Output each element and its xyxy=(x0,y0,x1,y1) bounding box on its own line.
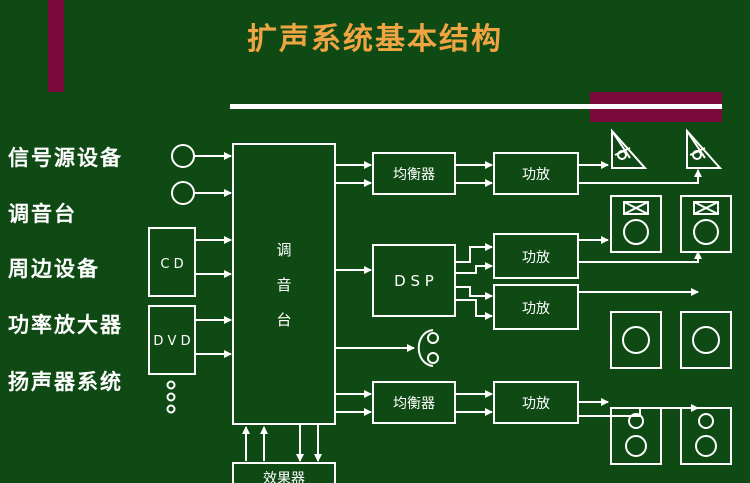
side-item-mixer: 调音台 xyxy=(8,201,77,226)
amp-block-2 xyxy=(493,233,579,279)
mixer-block xyxy=(232,143,336,425)
side-item-signal-source: 信号源设备 xyxy=(8,145,123,170)
arrow-amp2-spk2 xyxy=(578,251,702,263)
arrow-amp4-spk2 xyxy=(578,404,699,417)
amp-3-label: 功放 xyxy=(522,301,550,317)
headphone-icon xyxy=(417,329,434,367)
headphone-cup-bottom xyxy=(427,352,439,364)
effects-label: 效果器 xyxy=(263,471,305,483)
more-dot-1 xyxy=(166,380,176,390)
slide-title: 扩声系统基本结构 xyxy=(247,22,503,57)
cd-label: C D xyxy=(160,257,183,272)
dvd-block xyxy=(148,305,196,375)
effects-block xyxy=(232,462,336,483)
eq-block-top xyxy=(372,152,456,195)
side-item-peripheral: 周边设备 xyxy=(8,256,100,281)
mixer-label-2: 音 xyxy=(276,276,291,294)
horn-speaker-icon-1 xyxy=(611,128,648,169)
mixer-label-3: 台 xyxy=(276,311,291,329)
arrow-dsp-amp2-a xyxy=(455,243,493,263)
arrow-dsp-amp2-b xyxy=(455,262,493,274)
mic-2-icon xyxy=(171,181,195,205)
dsp-label: D S P xyxy=(394,272,434,290)
title-underline xyxy=(230,104,722,109)
cd-block xyxy=(148,227,196,297)
arrow-dsp-amp3-a xyxy=(455,286,493,300)
mic-1-icon xyxy=(171,144,195,168)
speaker-box-icon-1 xyxy=(610,195,662,253)
headphone-cup-top xyxy=(427,332,439,344)
amp-block-3 xyxy=(493,284,579,330)
eq-block-bottom xyxy=(372,381,456,424)
amp-4-label: 功放 xyxy=(522,396,550,412)
eq-bottom-label: 均衡器 xyxy=(393,396,435,412)
side-item-amplifier: 功率放大器 xyxy=(8,312,123,337)
speaker-double-icon-2 xyxy=(680,407,732,465)
speaker-box-icon-2 xyxy=(680,195,732,253)
arrow-amp1-horn2 xyxy=(578,169,702,184)
left-accent-bar xyxy=(48,0,64,92)
mixer-label-1: 调 xyxy=(276,241,291,259)
side-item-speaker-system: 扬声器系统 xyxy=(8,369,123,394)
more-dot-3 xyxy=(166,404,176,414)
amp-2-label: 功放 xyxy=(522,250,550,266)
amp-block-1 xyxy=(493,152,579,195)
eq-top-label: 均衡器 xyxy=(393,167,435,183)
speaker-single-icon-2 xyxy=(680,311,732,369)
amp-1-label: 功放 xyxy=(522,167,550,183)
dsp-block xyxy=(372,244,456,317)
speaker-single-icon-1 xyxy=(610,311,662,369)
more-dot-2 xyxy=(166,392,176,402)
dvd-label: D V D xyxy=(153,334,190,349)
horn-speaker-icon-2 xyxy=(686,128,723,169)
arrow-dsp-amp3-b xyxy=(455,299,493,320)
speaker-double-icon-1 xyxy=(610,407,662,465)
